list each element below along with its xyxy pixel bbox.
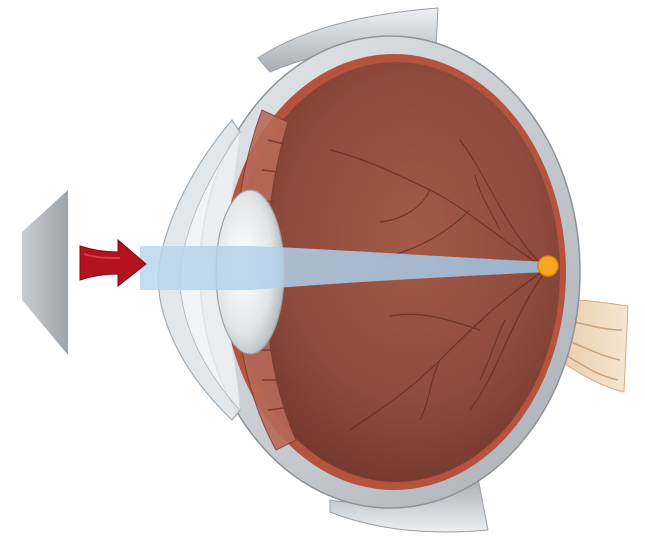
object-shape (22, 190, 68, 355)
focal-point (538, 256, 558, 276)
direction-arrow (80, 240, 146, 286)
